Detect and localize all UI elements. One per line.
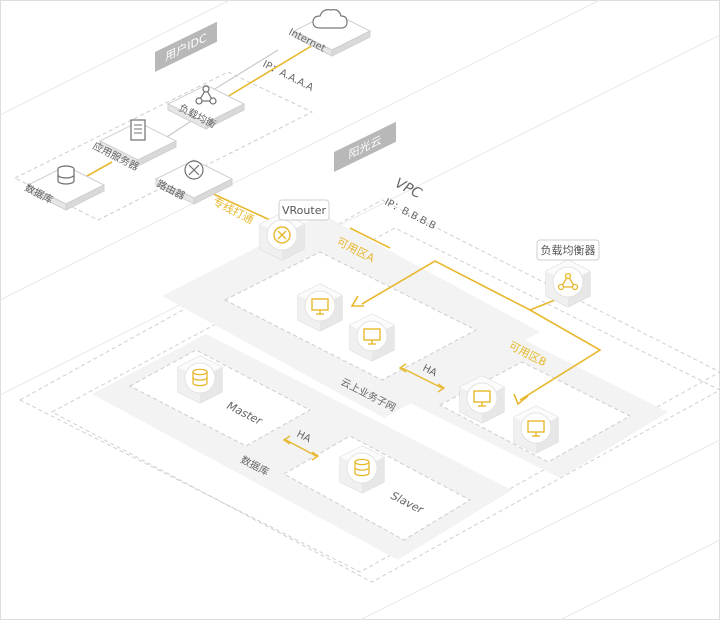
- arrow-heads: [350, 295, 529, 406]
- cloud-load-balancer-icon: [557, 272, 579, 291]
- sunshine-cloud-label: 阳光云: [349, 132, 382, 161]
- internet-node: [293, 9, 371, 57]
- vrouter-label: VRouter: [282, 204, 326, 217]
- master-database-node: [177, 355, 223, 404]
- vrouter-callout: VRouter: [278, 199, 330, 221]
- load-balancer-icon: [195, 85, 217, 105]
- vrouter-icon: [273, 226, 291, 244]
- cloud-lb-label: 负载均衡器: [541, 243, 596, 257]
- ip-b-label: IP：B.B.B.B: [383, 197, 438, 232]
- zone-a-server-2: [349, 313, 395, 362]
- slaver-panel: [282, 435, 472, 541]
- user-idc-region: [13, 71, 314, 221]
- vrouter-node: [259, 212, 305, 261]
- monitor-icon: [311, 298, 329, 315]
- vpc-label: VPC: [392, 175, 424, 202]
- idc-load-balancer-node: [167, 84, 245, 130]
- zone-a-subnet: [223, 251, 478, 381]
- ip-a-label: IP：A.A.A.A: [261, 59, 315, 94]
- zone-b-server-1: [459, 375, 505, 424]
- app-server-node: [99, 119, 177, 167]
- server-icon: [130, 119, 146, 141]
- database-icon: [354, 458, 370, 477]
- user-idc-tag: 用户IDC: [155, 21, 217, 72]
- zone-b-server-2: [513, 405, 559, 454]
- router-node: [155, 159, 233, 205]
- zone-a-server-1: [297, 283, 343, 332]
- monitor-icon: [527, 420, 545, 437]
- ha-arrows: [282, 363, 446, 461]
- slaver-database-node: [339, 445, 385, 494]
- sunshine-cloud-tag: 阳光云: [334, 121, 396, 172]
- monitor-icon: [473, 390, 491, 407]
- master-panel: [128, 349, 312, 447]
- router-icon: [184, 160, 204, 180]
- idc-database-node: [27, 165, 105, 211]
- database-icon: [57, 165, 75, 185]
- monitor-icon: [363, 328, 381, 345]
- cloud-icon: [312, 9, 348, 29]
- cloud-lb-callout: 负载均衡器: [536, 239, 600, 261]
- cloud-load-balancer-node: [545, 259, 591, 308]
- database-icon: [192, 368, 208, 387]
